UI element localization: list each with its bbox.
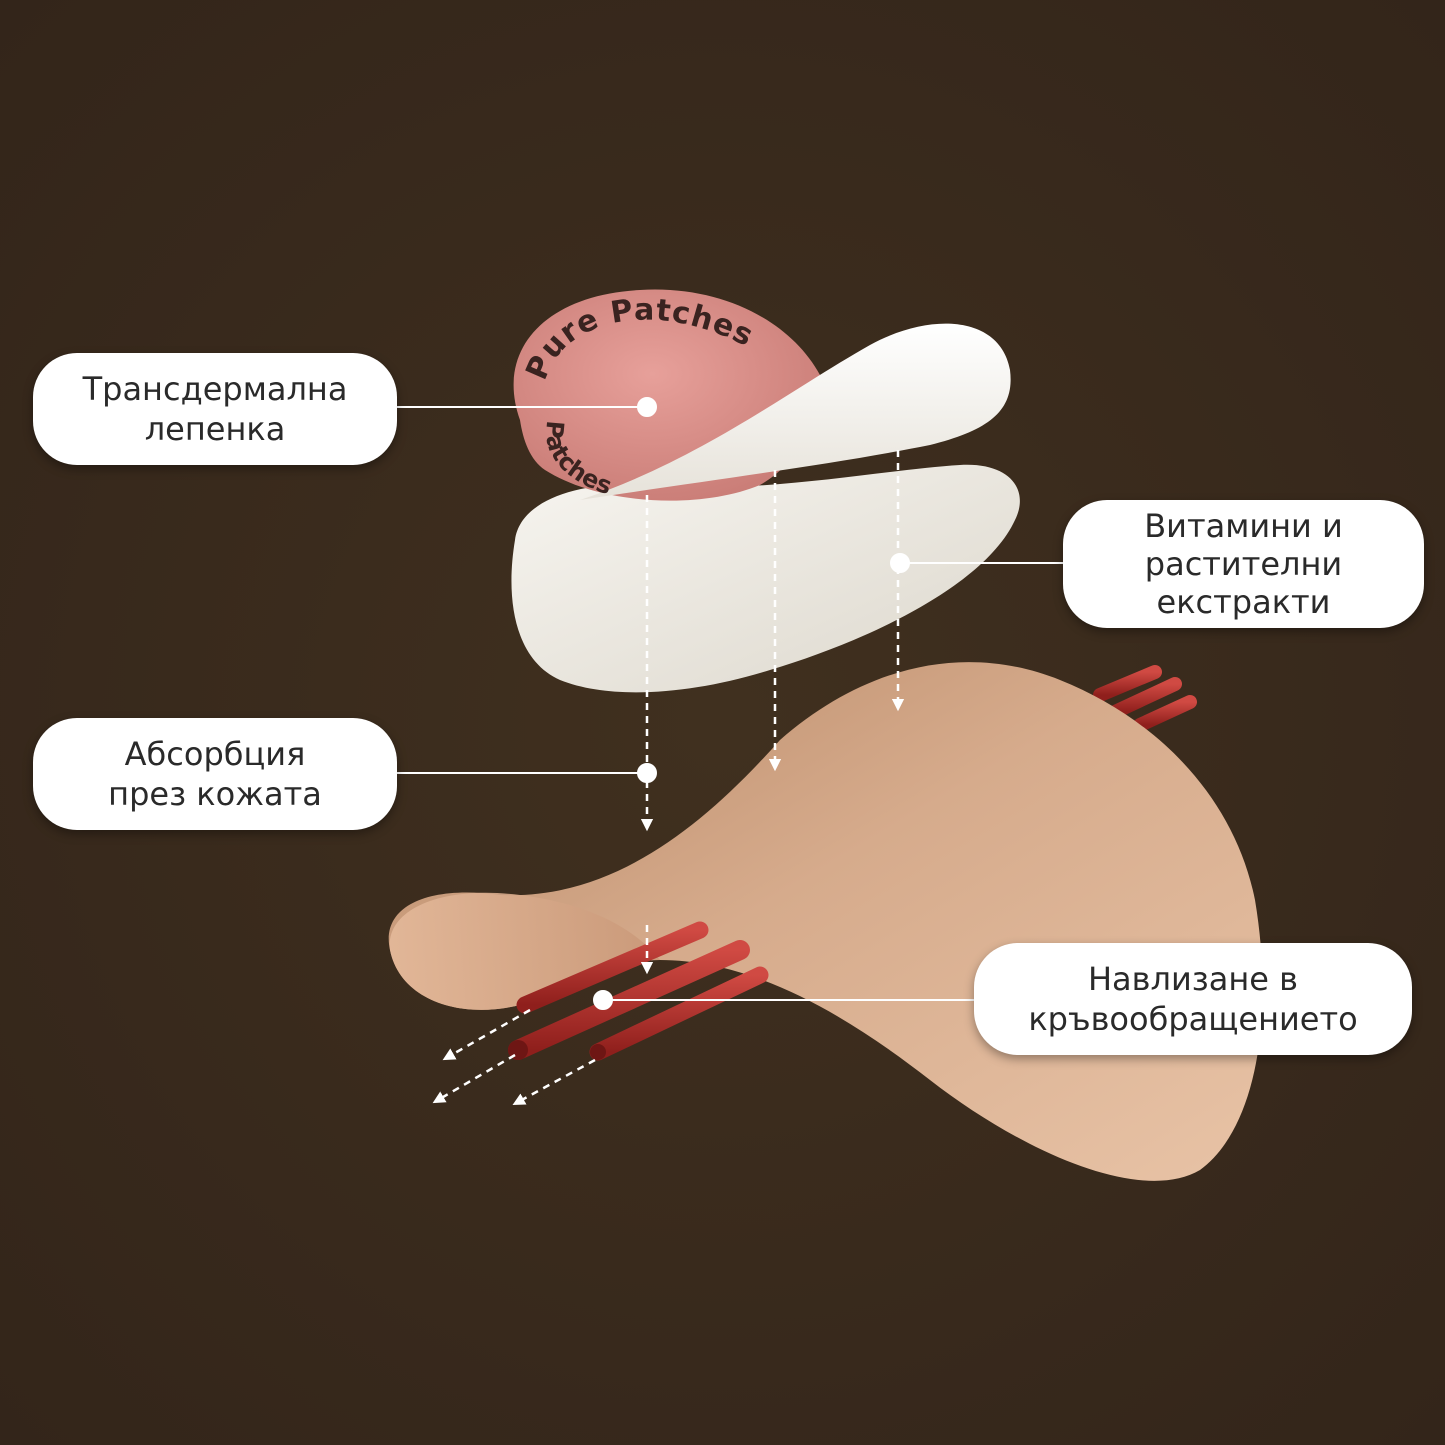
white-cover-layer	[580, 323, 1011, 500]
callout-vitamin-line3: екстракти	[1156, 583, 1331, 621]
callout-transdermal-patch: Трансдермална лепенка	[33, 353, 397, 465]
callout-vitamin-line1: Витамини и	[1144, 507, 1343, 545]
callout-skin-absorption: Абсорбция през кожата	[33, 718, 397, 830]
blood-vessels-upper	[1093, 665, 1197, 732]
callout-blood-line2: кръвообращението	[1028, 1000, 1358, 1038]
callout-absorb-line2: през кожата	[108, 775, 322, 813]
callout-blood-line1: Навлизане в	[1087, 960, 1299, 998]
callout-vitamins-extracts: Витамини и растителни екстракти	[1063, 500, 1424, 628]
connectors	[397, 397, 1063, 1010]
callout-bloodstream-entry: Навлизане в кръвообращението	[974, 943, 1412, 1055]
callout-absorb-line1: Абсорбция	[124, 735, 306, 773]
callout-patch-line2: лепенка	[144, 410, 286, 448]
bloodstream-arrows	[432, 1008, 596, 1105]
callout-patch-line1: Трансдермална	[82, 370, 348, 408]
ingredient-layer	[511, 464, 1020, 693]
callout-vitamin-line2: растителни	[1144, 545, 1343, 583]
